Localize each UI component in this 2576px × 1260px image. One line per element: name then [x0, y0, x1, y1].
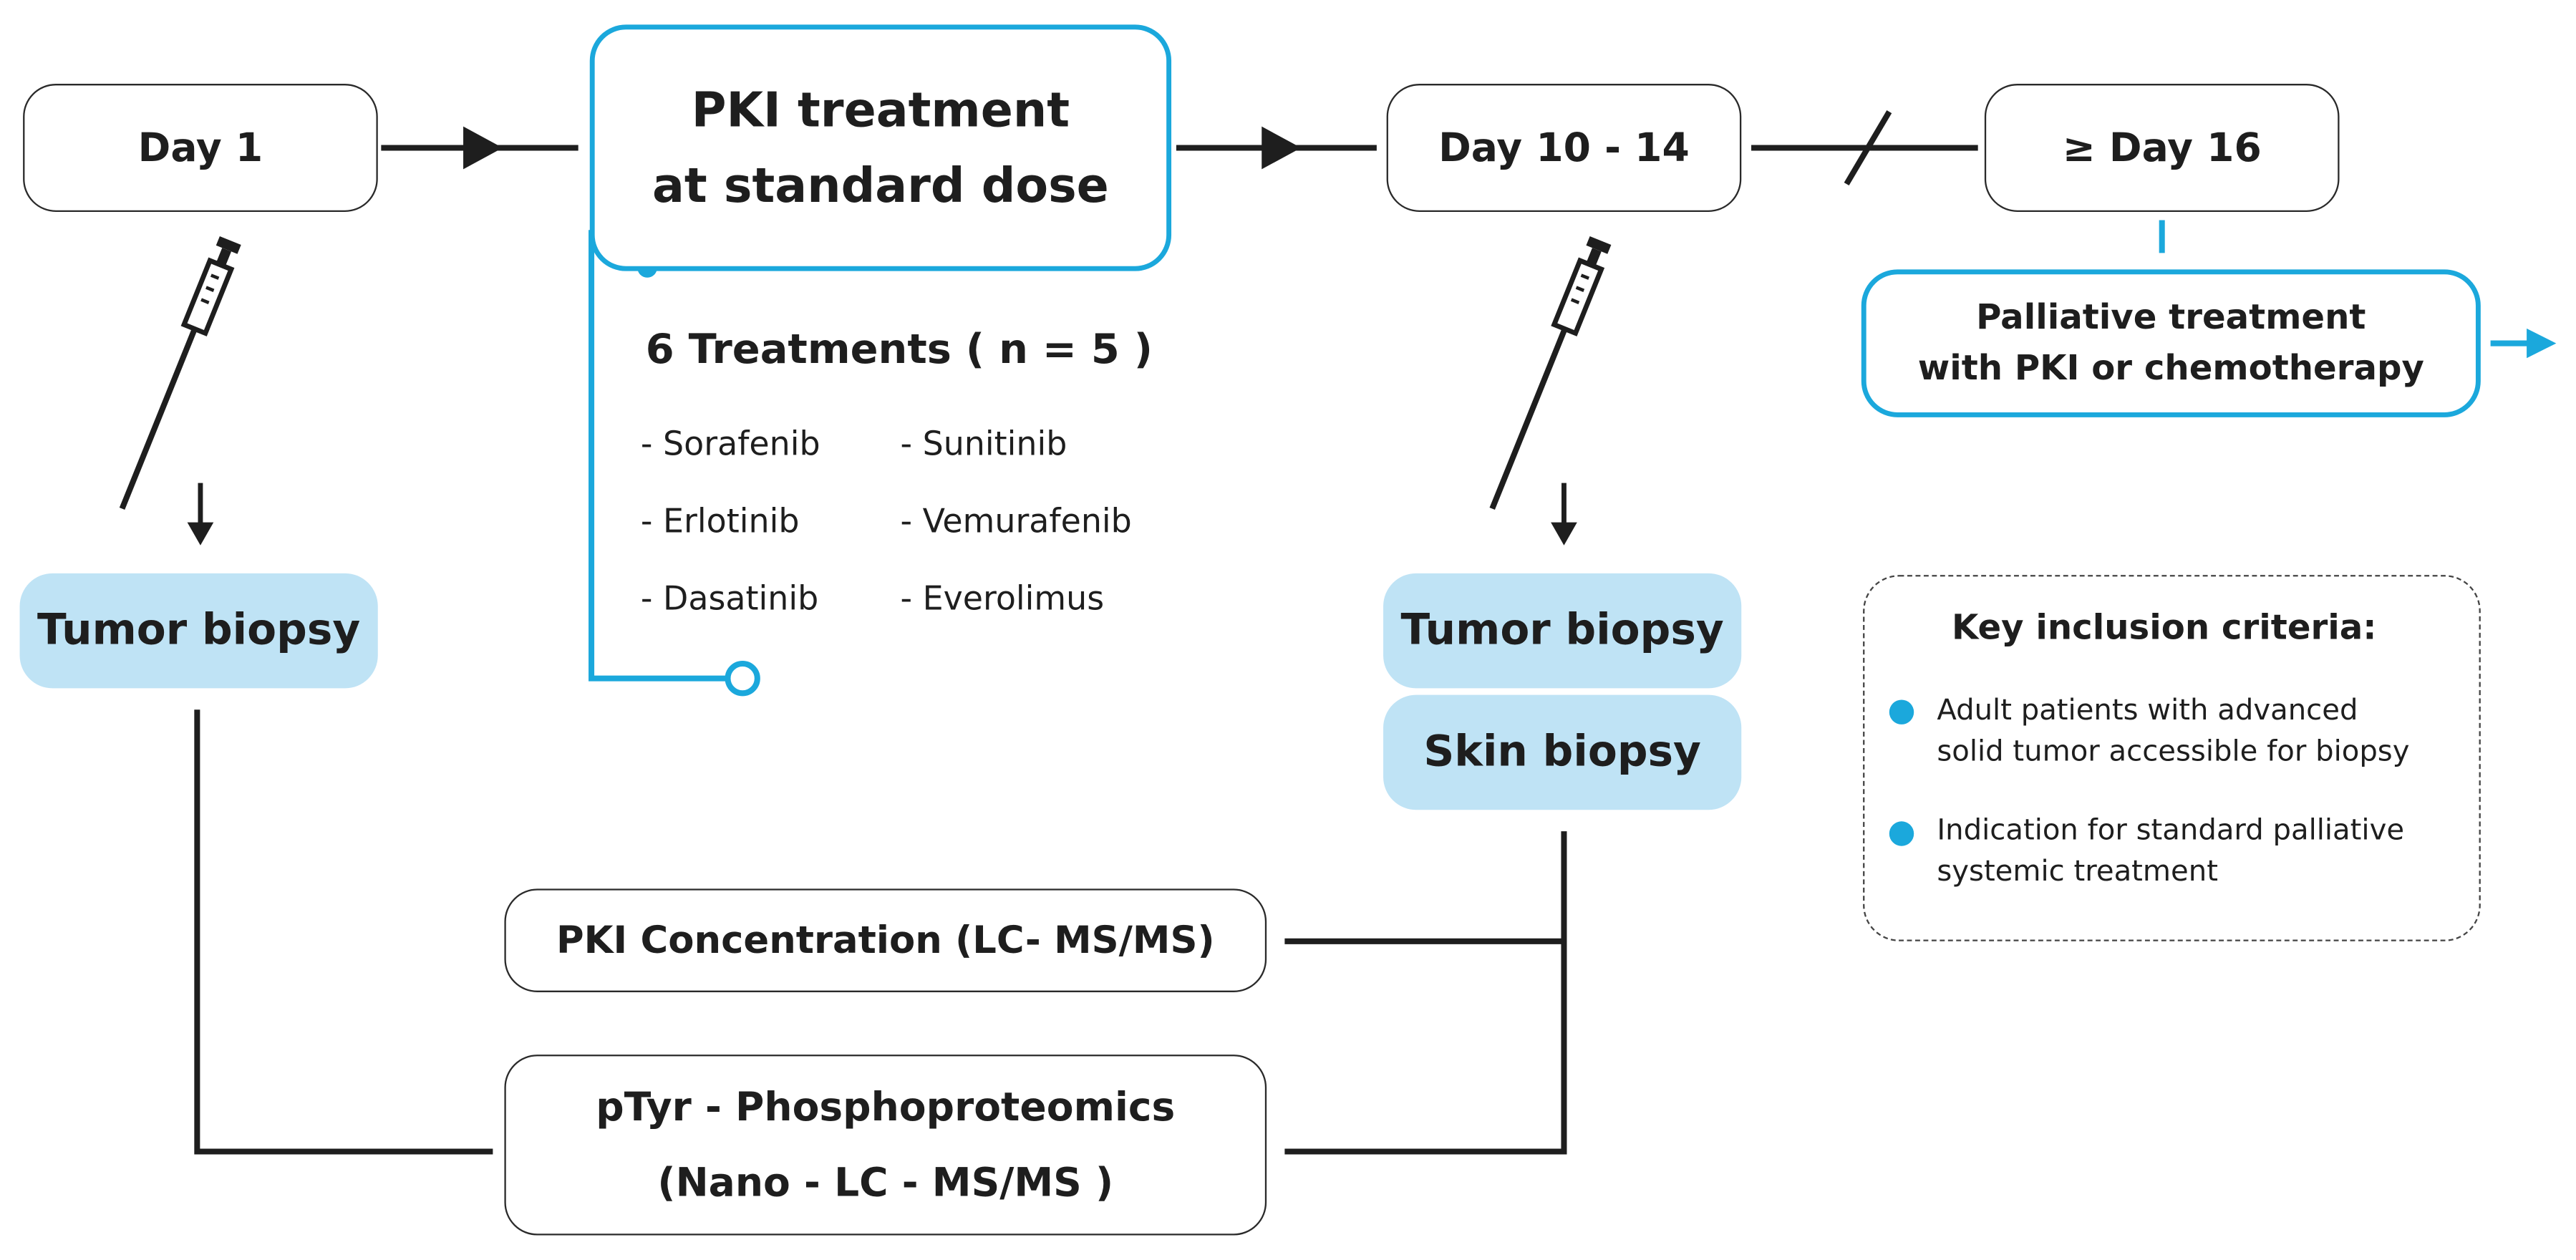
- tumor-biopsy-day1-box: Tumor biopsy: [19, 573, 378, 689]
- day10-14-box: Day 10 - 14: [1386, 84, 1742, 213]
- phosphoproteomics-line2: (Nano - LC - MS/MS ): [657, 1159, 1114, 1206]
- palliative-line2: with PKI or chemotherapy: [1917, 348, 2424, 388]
- drug-item: - Everolimus: [900, 578, 1105, 618]
- phosphoproteomics-box: pTyr - Phosphoproteomics (Nano - LC - MS…: [504, 1055, 1267, 1236]
- skin-biopsy-label: Skin biopsy: [1423, 727, 1701, 777]
- inclusion-criteria-box: [1863, 575, 2481, 941]
- criteria-title: Key inclusion criteria:: [1951, 608, 2377, 648]
- arrow-down-icon: [1551, 483, 1577, 546]
- day1-box: Day 1: [23, 84, 378, 213]
- syringe-icon: [119, 236, 241, 510]
- treatment-box: PKI treatment at standard dose: [589, 24, 1172, 271]
- palliative-line1: Palliative treatment: [1976, 297, 2366, 337]
- arrow-down-icon: [187, 483, 214, 546]
- bullet-icon: [1889, 821, 1914, 846]
- drug-item: - Sunitinib: [900, 424, 1067, 464]
- arrow-treatment-to-day10: [1176, 126, 1377, 170]
- pki-concentration-label: PKI Concentration (LC- MS/MS): [556, 919, 1215, 962]
- phosphoproteomics-line1: pTyr - Phosphoproteomics: [596, 1084, 1176, 1130]
- pki-concentration-box: PKI Concentration (LC- MS/MS): [504, 888, 1267, 992]
- criteria-item-2-line1: Indication for standard palliative: [1937, 815, 2405, 848]
- timeline-break-day10-to-day16: [1751, 110, 1978, 186]
- drug-item: - Vemurafenib: [900, 500, 1132, 541]
- treatment-title-line1: PKI treatment: [691, 82, 1070, 138]
- tumor-biopsy-day10-box: Tumor biopsy: [1383, 573, 1742, 689]
- drug-item: - Dasatinib: [640, 578, 819, 618]
- drug-item: - Sorafenib: [640, 424, 820, 464]
- palliative-box: Palliative treatment with PKI or chemoth…: [1861, 269, 2481, 417]
- day16-box: ≥ Day 16: [1984, 84, 2340, 213]
- tumor-biopsy-label: Tumor biopsy: [1400, 606, 1724, 656]
- day1-label: Day 1: [137, 125, 263, 171]
- criteria-item-1-line1: Adult patients with advanced: [1937, 694, 2358, 728]
- criteria-item-1-line2: solid tumor accessible for biopsy: [1937, 735, 2410, 769]
- syringe-icon: [1489, 236, 1612, 510]
- treatments-subtitle: 6 Treatments ( n = 5 ): [645, 325, 1153, 373]
- connector-biopsies-to-assays: [194, 709, 1567, 1155]
- tumor-biopsy-label: Tumor biopsy: [37, 606, 361, 656]
- criteria-item-2-line2: systemic treatment: [1937, 856, 2218, 889]
- treatment-title-line2: at standard dose: [652, 158, 1109, 214]
- drug-item: - Erlotinib: [640, 500, 800, 541]
- bullet-icon: [1889, 699, 1914, 724]
- skin-biopsy-box: Skin biopsy: [1383, 694, 1742, 810]
- day16-label: ≥ Day 16: [2062, 125, 2262, 171]
- day10-14-label: Day 10 - 14: [1438, 125, 1690, 171]
- arrow-right-icon: [2490, 328, 2557, 359]
- arrow-day1-to-treatment: [381, 126, 578, 170]
- treatment-bracket: [589, 230, 760, 697]
